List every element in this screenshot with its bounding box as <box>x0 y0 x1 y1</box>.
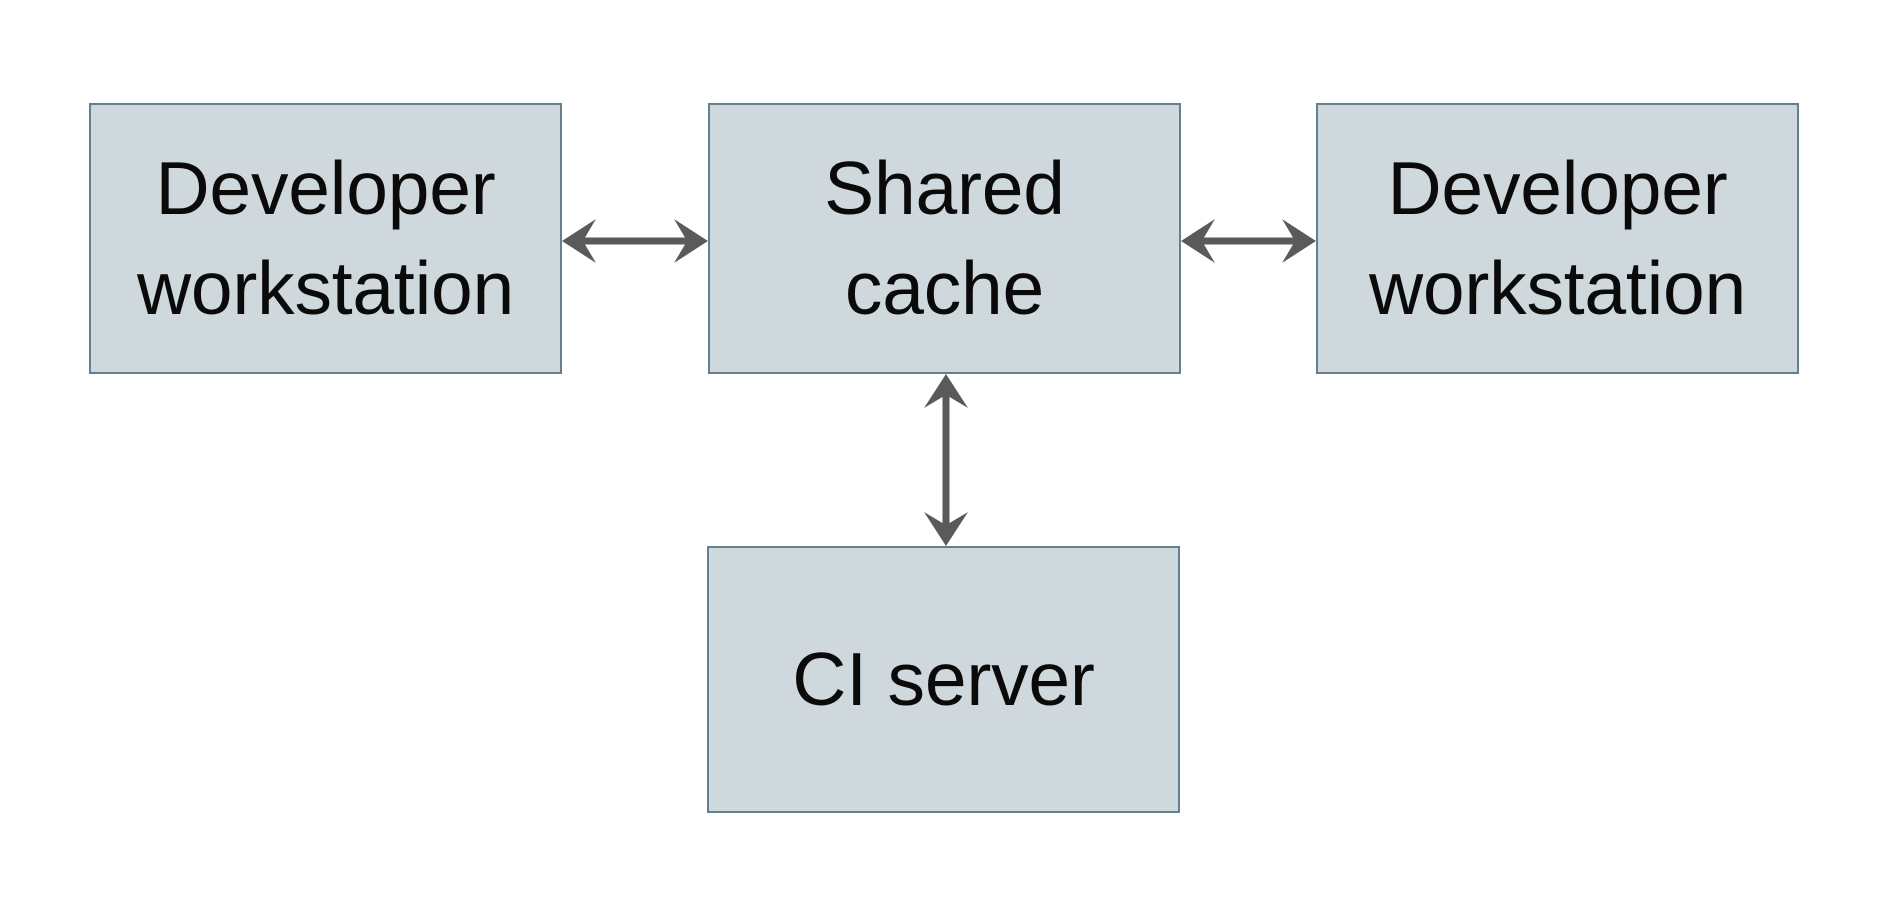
node-developer-workstation-left[interactable]: Developer workstation <box>89 103 562 374</box>
edge-left-workstation-to-cache <box>562 219 708 263</box>
node-ci-server[interactable]: CI server <box>707 546 1180 813</box>
arrow-double-head-icon <box>562 219 708 263</box>
node-developer-workstation-right[interactable]: Developer workstation <box>1316 103 1799 374</box>
node-label: CI server <box>792 636 1095 721</box>
node-label: Developer workstation <box>1368 145 1747 330</box>
node-shared-cache[interactable]: Shared cache <box>708 103 1181 374</box>
node-label: Shared cache <box>824 145 1065 330</box>
node-label: Developer workstation <box>136 145 515 330</box>
arrow-double-head-icon <box>924 374 968 546</box>
arrow-double-head-icon <box>1181 219 1316 263</box>
edge-cache-to-ci-server <box>924 374 968 546</box>
edge-cache-to-right-workstation <box>1181 219 1316 263</box>
